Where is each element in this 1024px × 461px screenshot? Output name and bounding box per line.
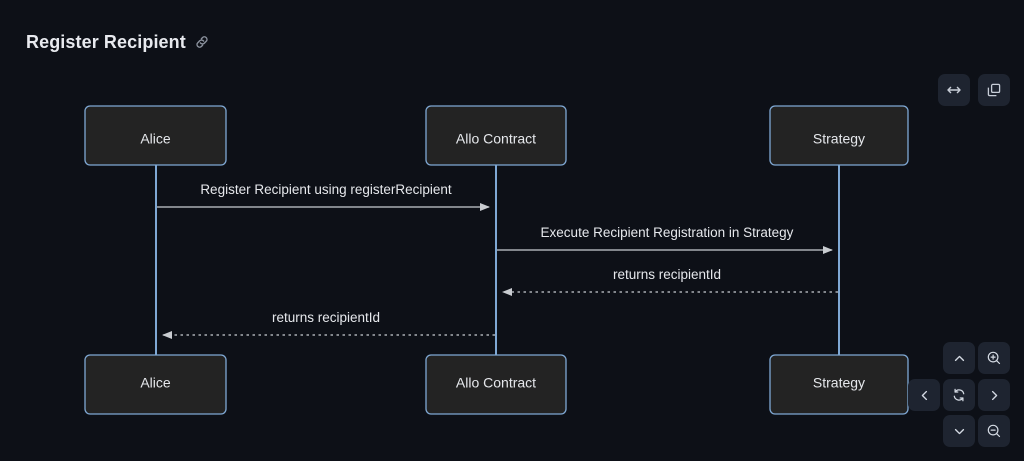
participant-box-strategy-bottom[interactable]: Strategy xyxy=(769,354,909,415)
message-1-label: Register Recipient using registerRecipie… xyxy=(200,182,452,197)
participant-box-strategy-top[interactable]: Strategy xyxy=(769,105,909,166)
chevron-right-icon xyxy=(991,390,997,400)
participant-label-alice-bottom: Alice xyxy=(140,375,171,391)
pan-zoom-controls xyxy=(904,342,1014,447)
sequence-diagram[interactable]: Alice Allo Contract Strategy Register Re… xyxy=(0,62,1024,461)
chevron-down-icon xyxy=(954,428,964,434)
pan-left-button[interactable] xyxy=(908,379,940,411)
participant-box-alice-bottom[interactable]: Alice xyxy=(84,354,227,415)
zoom-in-button[interactable] xyxy=(978,342,1010,374)
chevron-up-icon xyxy=(954,355,964,361)
chevron-left-icon xyxy=(921,390,927,400)
pan-down-button[interactable] xyxy=(943,415,975,447)
zoom-in-icon xyxy=(987,351,1001,365)
reset-view-button[interactable] xyxy=(943,379,975,411)
zoom-out-button[interactable] xyxy=(978,415,1010,447)
participant-label-strategy-bottom: Strategy xyxy=(813,375,865,391)
participant-label-allo-top: Allo Contract xyxy=(456,131,536,147)
participant-label-alice-top: Alice xyxy=(140,131,171,147)
zoom-out-icon xyxy=(987,424,1001,438)
page-title: Register Recipient xyxy=(26,32,186,52)
message-2-label: Execute Recipient Registration in Strate… xyxy=(541,225,794,240)
message-4: returns recipientId xyxy=(162,310,495,339)
refresh-icon xyxy=(953,388,965,402)
link-icon[interactable] xyxy=(194,34,210,50)
message-2: Execute Recipient Registration in Strate… xyxy=(497,225,833,254)
copy-button[interactable] xyxy=(978,74,1010,106)
horizontal-arrows-icon xyxy=(947,86,961,94)
participant-label-allo-bottom: Allo Contract xyxy=(456,375,536,391)
participant-label-strategy-top: Strategy xyxy=(813,131,865,147)
participant-box-allo-bottom[interactable]: Allo Contract xyxy=(425,354,567,415)
pan-right-button[interactable] xyxy=(978,379,1010,411)
expand-width-button[interactable] xyxy=(938,74,970,106)
participant-box-alice-top[interactable]: Alice xyxy=(84,105,227,166)
message-4-label: returns recipientId xyxy=(272,310,380,325)
copy-icon xyxy=(987,83,1001,97)
page-header: Register Recipient xyxy=(26,28,210,56)
message-3: returns recipientId xyxy=(502,267,838,296)
message-1: Register Recipient using registerRecipie… xyxy=(157,182,490,211)
lifelines xyxy=(155,165,840,362)
participant-box-allo-top[interactable]: Allo Contract xyxy=(425,105,567,166)
diagram-toolbar xyxy=(938,74,1010,106)
message-3-label: returns recipientId xyxy=(613,267,721,282)
pan-up-button[interactable] xyxy=(943,342,975,374)
